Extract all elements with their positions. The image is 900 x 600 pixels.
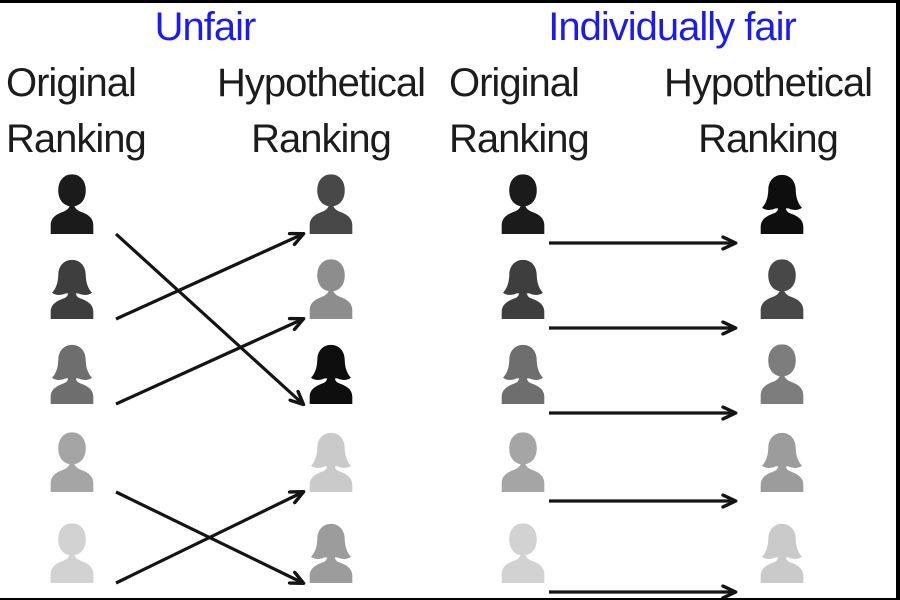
unfair-hypothetical-rank3-female-icon	[309, 344, 353, 404]
unfair-hypothetical-rank5-female-icon	[309, 523, 353, 583]
ranking-mapping-diagram	[50, 174, 804, 600]
individually-fair-original-rank5-male-icon	[501, 523, 545, 583]
unfair-hypothetical-rank1-male-icon	[309, 174, 353, 234]
unfair-arrow-rank2-to-rank1	[115, 234, 303, 321]
column-header-unfair-hypothetical-ranking: Hypothetical Ranking	[199, 55, 443, 167]
unfair-original-rank4-male-icon	[50, 432, 94, 492]
header-line-hypothetical: Hypothetical	[663, 61, 873, 105]
panel-title-individually-fair: Individually fair	[548, 5, 797, 49]
column-header-fair-original-ranking: Original Ranking	[449, 55, 590, 167]
header-line-original: Original	[6, 61, 137, 105]
unfair-original-rank5-male-icon	[50, 523, 94, 583]
individually-fair-original-rank3-female-icon	[501, 344, 545, 404]
unfair-original-rank3-female-icon	[50, 344, 94, 404]
unfair-arrow-rank1-to-rank3	[114, 232, 303, 404]
header-line-ranking: Ranking	[251, 117, 392, 161]
individually-fair-original-rank4-male-icon	[501, 432, 545, 492]
header-line-ranking: Ranking	[6, 117, 147, 161]
unfair-original-rank2-female-icon	[50, 259, 94, 319]
individually-fair-original-rank2-female-icon	[501, 259, 545, 319]
unfair-arrow-rank3-to-rank2	[115, 319, 303, 406]
individually-fair-hypothetical-rank1-female-icon	[760, 174, 804, 234]
header-line-ranking: Ranking	[449, 117, 590, 161]
individually-fair-hypothetical-rank3-male-icon	[760, 344, 804, 404]
header-line-ranking: Ranking	[698, 117, 839, 161]
column-header-fair-hypothetical-ranking: Hypothetical Ranking	[644, 55, 892, 167]
individually-fair-hypothetical-rank2-male-icon	[760, 259, 804, 319]
unfair-arrow-rank5-to-rank4	[115, 492, 303, 585]
unfair-hypothetical-rank2-male-icon	[309, 259, 353, 319]
column-header-unfair-original-ranking: Original Ranking	[6, 55, 147, 167]
header-line-original: Original	[449, 61, 580, 105]
individually-fair-hypothetical-rank5-female-icon	[760, 523, 804, 583]
header-line-hypothetical: Hypothetical	[216, 61, 426, 105]
individually-fair-original-rank1-male-icon	[501, 174, 545, 234]
unfair-original-rank1-male-icon	[50, 174, 94, 234]
panel-title-unfair: Unfair	[154, 5, 257, 49]
unfair-hypothetical-rank4-female-icon	[309, 432, 353, 492]
individually-fair-hypothetical-rank4-female-icon	[760, 432, 804, 492]
